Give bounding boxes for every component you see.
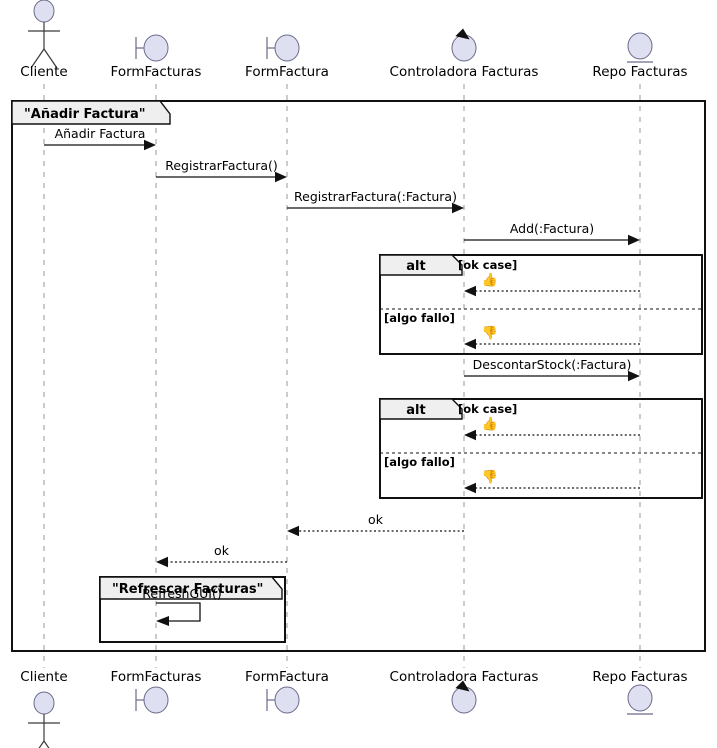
lifeline-label-bottom-formfactura: FormFactura	[245, 669, 329, 685]
message-label-m11: ok	[214, 543, 230, 558]
message-m10[interactable]: ok	[287, 512, 464, 537]
message-m1[interactable]: Añadir Factura	[44, 126, 156, 151]
frame-guard-alt-add-0: [ok case]	[458, 258, 517, 272]
message-label-m7: DescontarStock(:Factura)	[473, 357, 632, 372]
lifeline-label-top-formfacturas: FormFacturas	[111, 64, 202, 80]
actor-head-icon	[33, 691, 55, 715]
frame-border-anadir-factura	[11, 100, 706, 652]
message-m12[interactable]: RefreshGUI()	[142, 586, 222, 626]
message-arrowhead-m3	[452, 202, 464, 214]
message-label-m4: Add(:Factura)	[510, 221, 594, 236]
message-line-m12	[156, 602, 201, 622]
lifeline-label-top-formfactura: FormFactura	[245, 64, 329, 80]
lifeline-label-top-controladora: Controladora Facturas	[390, 64, 539, 80]
message-arrowhead-m5	[464, 285, 476, 297]
control-arrow-icon	[455, 680, 470, 692]
message-arrowhead-m8	[464, 429, 476, 441]
frame-tab-alt-descontar	[379, 398, 463, 420]
message-m4[interactable]: Add(:Factura)	[464, 221, 640, 246]
message-m11[interactable]: ok	[156, 543, 287, 568]
frame-guard-alt-descontar-0: [ok case]	[458, 402, 517, 416]
message-label-m9: 👎	[482, 469, 498, 485]
frame-refrescar-facturas: "Refrescar Facturas"	[99, 576, 286, 643]
frame-alt-descontar: alt [ok case] [algo fallo]	[379, 398, 703, 499]
message-m5[interactable]: 👍	[464, 272, 640, 297]
lifeline-heads-top: Cliente FormFacturas FormFactura Controlado…	[20, 0, 688, 80]
message-arrowhead-m4	[628, 234, 640, 246]
message-m3[interactable]: RegistrarFactura(:Factura)	[287, 189, 464, 214]
message-arrowhead-m2	[275, 171, 287, 183]
lifeline-label-top-repo: Repo Facturas	[592, 64, 687, 80]
lifeline-head-bottom-formfactura: FormFactura	[245, 669, 329, 714]
message-label-m6: 👎	[482, 325, 498, 341]
lifeline-head-top-repo: Repo Facturas	[592, 32, 688, 80]
control-circle-icon	[451, 34, 477, 62]
frame-title-refrescar-facturas: "Refrescar Facturas"	[112, 582, 263, 597]
message-m2[interactable]: RegistrarFactura()	[156, 158, 287, 183]
message-arrowhead-m6	[464, 338, 476, 350]
frame-title-anadir-factura: "Añadir Factura"	[24, 107, 146, 122]
message-arrowhead-m9	[464, 482, 476, 494]
frame-tab-refrescar-facturas	[99, 576, 283, 600]
control-circle-icon	[451, 686, 477, 714]
frame-tab-alt-add	[379, 254, 463, 276]
frame-tab-anadir-factura	[11, 100, 171, 125]
lifelines-layer	[43, 84, 641, 668]
lifeline-label-top-cliente: Cliente	[20, 64, 67, 80]
frame-border-alt-descontar	[379, 398, 703, 499]
message-label-m12: RefreshGUI()	[142, 586, 221, 601]
boundary-circle-icon	[274, 686, 300, 714]
message-label-m5: 👍	[482, 272, 498, 288]
actor-leg-right-icon	[43, 740, 50, 748]
boundary-circle-icon	[274, 34, 300, 62]
lifeline-head-bottom-repo: Repo Facturas	[592, 669, 688, 715]
actor-leg-left-icon	[38, 740, 45, 748]
boundary-circle-icon	[143, 34, 169, 62]
entity-circle-icon	[627, 32, 653, 60]
message-m8[interactable]: 👍	[464, 416, 640, 441]
frame-alt-add: alt [ok case] [algo fallo]	[379, 254, 703, 355]
message-m6[interactable]: 👎	[464, 325, 640, 350]
message-label-m8: 👍	[482, 416, 498, 432]
lifeline-label-bottom-formfacturas: FormFacturas	[111, 669, 202, 685]
message-arrowhead-m1	[144, 139, 156, 151]
frame-anadir-factura: "Añadir Factura"	[11, 100, 706, 652]
message-arrowhead-m10	[287, 525, 299, 537]
lifeline-head-bottom-controladora: Controladora Facturas	[390, 669, 539, 714]
message-label-m2: RegistrarFactura()	[165, 158, 278, 173]
control-arrow-icon	[455, 28, 470, 40]
frame-operator-alt-add: alt	[406, 259, 425, 274]
lifeline-head-top-formfacturas: FormFacturas	[111, 34, 202, 80]
lifeline-label-bottom-controladora: Controladora Facturas	[390, 669, 539, 685]
lifeline-head-bottom-cliente: Cliente	[20, 669, 68, 748]
frame-guard-alt-descontar-1: [algo fallo]	[384, 455, 455, 469]
lifeline-head-bottom-formfacturas: FormFacturas	[111, 669, 202, 714]
entity-circle-icon	[627, 684, 653, 712]
lifeline-head-top-formfactura: FormFactura	[245, 34, 329, 80]
lifeline-heads-bottom: Cliente FormFacturas FormFactura Controlado…	[20, 669, 688, 748]
message-m7[interactable]: DescontarStock(:Factura)	[464, 357, 640, 382]
message-arrowhead-m7	[628, 370, 640, 382]
frame-border-alt-add	[379, 254, 703, 355]
boundary-circle-icon	[143, 686, 169, 714]
lifeline-head-top-cliente: Cliente	[20, 0, 68, 80]
message-label-m3: RegistrarFactura(:Factura)	[294, 189, 457, 204]
message-m9[interactable]: 👎	[464, 469, 640, 494]
message-arrowhead-m12	[156, 616, 169, 626]
actor-leg-left-icon	[30, 48, 45, 69]
actor-head-icon	[33, 0, 55, 23]
message-label-m10: ok	[368, 512, 384, 527]
frames-layer: "Añadir Factura" alt [ok case] [algo fallo]…	[11, 100, 706, 652]
actor-leg-right-icon	[43, 48, 58, 69]
lifeline-head-top-controladora: Controladora Facturas	[390, 28, 539, 80]
frame-operator-alt-descontar: alt	[406, 403, 425, 418]
lifeline-label-bottom-cliente: Cliente	[20, 669, 67, 685]
message-arrowhead-m11	[156, 556, 168, 568]
frame-guard-alt-add-1: [algo fallo]	[384, 311, 455, 325]
lifeline-label-bottom-repo: Repo Facturas	[592, 669, 687, 685]
message-label-m1: Añadir Factura	[55, 126, 146, 141]
